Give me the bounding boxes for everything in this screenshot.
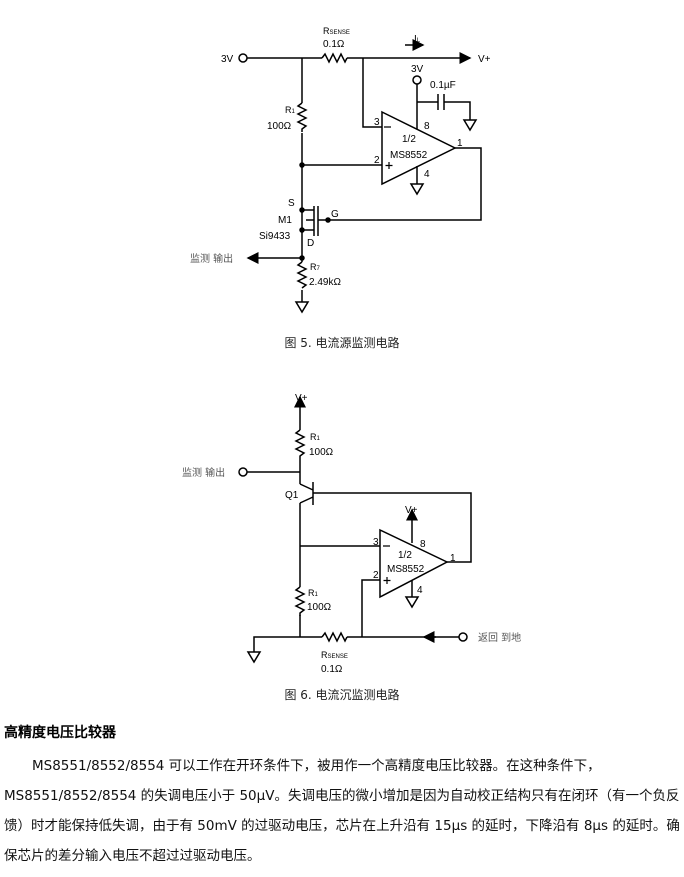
svg-text:4: 4 [424,169,430,180]
svg-text:RSENSE: RSENSE [321,650,348,660]
svg-text:1/2: 1/2 [398,550,412,561]
svg-text:3: 3 [374,117,380,128]
section-paragraph: MS8551/8552/8554 可以工作在开环条件下，被用作一个高精度电压比较… [4,758,680,864]
figure-6-caption: 图 6. 电流沉监测电路 [284,688,400,702]
svg-text:R1: R1 [310,432,321,442]
svg-text:1/2: 1/2 [402,134,416,145]
monitor-output-label: 监测 输出 [190,252,233,265]
svg-text:Si9433: Si9433 [259,231,291,242]
mosfet-m1 [299,206,328,236]
svg-text:D: D [307,238,314,249]
svg-text:M1: M1 [278,215,292,226]
rsense-resistor [321,52,348,64]
svg-text:G: G [331,209,339,220]
svg-text:0.1µF: 0.1µF [430,80,456,91]
figure-5-circuit [238,39,481,314]
svg-text:1: 1 [457,138,463,149]
svg-text:R1: R1 [285,105,296,115]
schematics: 3V RSENSE 0.1Ω IL V+ 3V 0.1µF R1 100Ω 3 … [182,26,521,675]
svg-text:0.1Ω: 0.1Ω [323,39,345,50]
figure-5-caption: 图 5. 电流源监测电路 [284,336,400,350]
svg-text:V+: V+ [478,54,491,65]
svg-text:监测 输出: 监测 输出 [182,466,225,479]
svg-text:1: 1 [450,553,456,564]
r1-resistor [296,102,308,132]
transistor-q1 [299,482,472,563]
svg-text:IL: IL [414,34,421,45]
svg-text:RSENSE: RSENSE [323,26,350,36]
figure-6-circuit [238,395,472,664]
svg-text:2: 2 [374,155,380,166]
svg-text:100Ω: 100Ω [309,447,334,458]
supply-label: 3V [221,54,234,65]
svg-text:返回 到地: 返回 到地 [478,631,521,644]
svg-text:8: 8 [424,121,430,132]
section-heading: 高精度电压比较器 [4,725,116,741]
svg-text:V+: V+ [405,505,418,516]
svg-text:100Ω: 100Ω [307,602,332,613]
svg-text:8: 8 [420,539,426,550]
svg-text:V+: V+ [295,393,308,404]
opamp-triangle [381,110,457,186]
svg-text:4: 4 [417,585,423,596]
svg-text:MS8552: MS8552 [387,564,425,575]
svg-text:MS8552: MS8552 [390,150,428,161]
svg-text:R1: R1 [308,588,319,598]
svg-text:100Ω: 100Ω [267,121,292,132]
svg-text:S: S [288,198,295,209]
supply-terminal [238,53,248,63]
svg-text:3V: 3V [411,64,424,75]
svg-text:Q1: Q1 [285,490,299,501]
svg-text:R7: R7 [310,262,321,272]
r7-resistor [296,261,308,289]
svg-text:0.1Ω: 0.1Ω [321,664,343,675]
svg-text:2.49kΩ: 2.49kΩ [309,277,341,288]
svg-text:2: 2 [373,570,379,581]
svg-text:3: 3 [373,537,379,548]
